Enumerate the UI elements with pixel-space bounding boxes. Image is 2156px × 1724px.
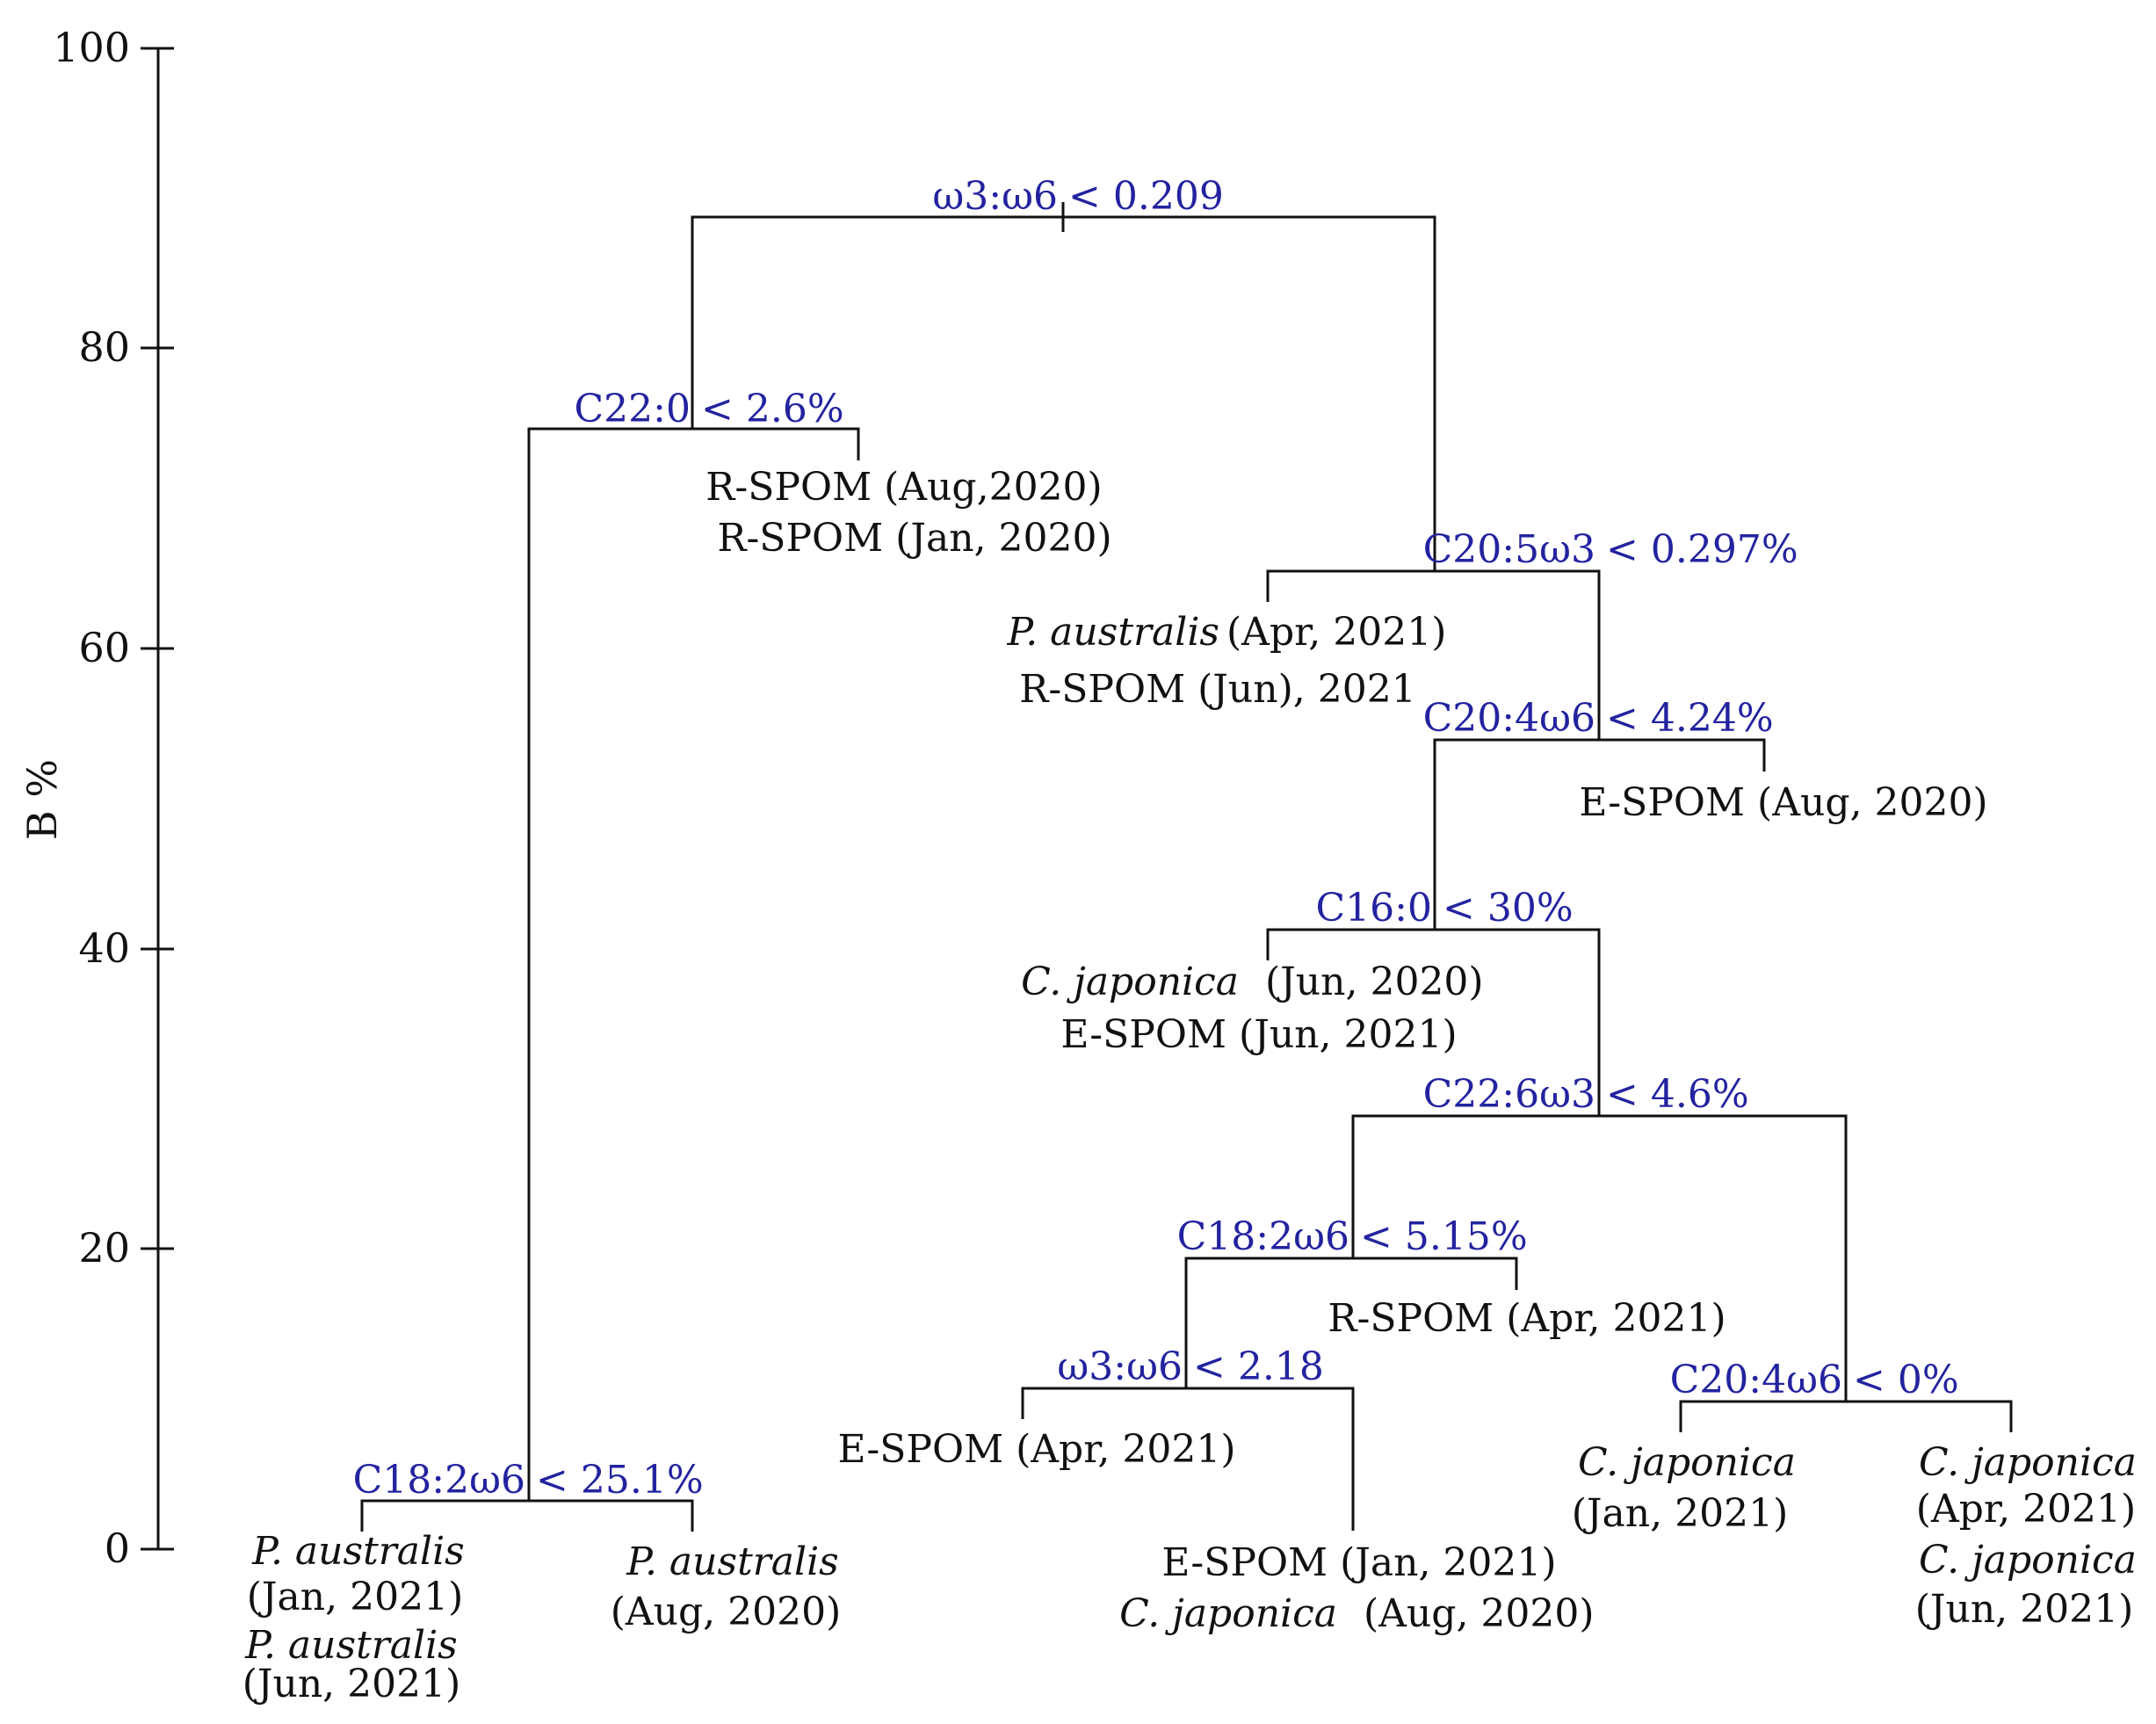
split-label-c20-4w6-zero-cond: < 0% bbox=[1853, 1358, 1959, 1402]
leaf-paust-apr-date: (Apr, 2021) bbox=[1226, 610, 1446, 655]
leaf-cjap-jun2-species: C. japonica bbox=[1919, 1538, 2137, 1583]
y-tick-label-40: 40 bbox=[78, 924, 130, 972]
y-axis-title: B % bbox=[18, 759, 66, 840]
y-tick-label-60: 60 bbox=[78, 624, 130, 671]
split-label-c22-6w3-var: C22:6ω3 bbox=[1423, 1072, 1595, 1117]
split-label-c22-6w3-cond: < 4.6% bbox=[1606, 1072, 1749, 1117]
tree-branches bbox=[360, 202, 2013, 1532]
y-tick-label-20: 20 bbox=[78, 1224, 130, 1271]
leaf-espom-apr-2021: E-SPOM (Apr, 2021) bbox=[837, 1427, 1235, 1472]
leaf-paust-aug-species: P. australis bbox=[626, 1539, 838, 1584]
y-axis: 100 80 60 40 20 0 B % bbox=[18, 24, 174, 1572]
y-tick-label-100: 100 bbox=[53, 24, 130, 71]
y-tick-label-80: 80 bbox=[78, 323, 130, 371]
leaf-labels: R-SPOM (Aug,2020) R-SPOM (Jan, 2020) P. … bbox=[242, 465, 2137, 1706]
leaf-rspom-aug-2020: R-SPOM (Aug,2020) bbox=[705, 465, 1102, 510]
branch-c18-2w6-mid bbox=[1184, 1257, 1518, 1388]
leaf-cjap-apr-species: C. japonica bbox=[1919, 1440, 2137, 1485]
split-label-w3w6-low-var: ω3:ω6 bbox=[1057, 1344, 1183, 1389]
split-label-c20-4w6-var: C20:4ω6 bbox=[1423, 696, 1595, 741]
split-labels: ω3:ω6 < 0.209 C22:0 < 2.6% C20:5ω3 < 0.2… bbox=[353, 174, 1959, 1503]
split-label-c20-5w3-var: C20:5ω3 bbox=[1423, 527, 1595, 572]
split-label-c16-0-var: C16:0 bbox=[1316, 886, 1432, 931]
leaf-cjap-jan-species: C. japonica bbox=[1578, 1440, 1796, 1485]
split-label-c18-2w6-mid-cond: < 5.15% bbox=[1360, 1214, 1528, 1259]
branch-c22-6w3 bbox=[1351, 1114, 1848, 1402]
branch-c20-4w6-zero bbox=[1679, 1400, 2013, 1432]
branch-c20-4w6-high bbox=[1433, 738, 1766, 930]
leaf-espom-jun-2021: E-SPOM (Jun, 2021) bbox=[1060, 1012, 1457, 1057]
leaf-paust-jun-species: P. australis bbox=[244, 1623, 457, 1668]
split-label-w3w6-low-cond: < 2.18 bbox=[1193, 1344, 1324, 1389]
leaf-paust-aug-date: (Aug, 2020) bbox=[611, 1590, 842, 1634]
branch-c20-5w3 bbox=[1266, 569, 1601, 740]
leaf-cjap-aug-date: (Aug, 2020) bbox=[1364, 1591, 1595, 1636]
split-label-root-cond: < 0.209 bbox=[1068, 174, 1224, 219]
branch-w3w6-low bbox=[1021, 1387, 1355, 1531]
leaf-espom-aug-2020: E-SPOM (Aug, 2020) bbox=[1579, 780, 1987, 825]
split-label-c18-2w6-low-cond: < 25.1% bbox=[536, 1458, 704, 1503]
leaf-paust-apr-species: P. australis bbox=[1007, 610, 1219, 655]
leaf-cjap-apr-date: (Apr, 2021) bbox=[1916, 1487, 2136, 1532]
leaf-cjap-jun-species: C. japonica bbox=[1021, 960, 1239, 1004]
leaf-cjap-aug-species: C. japonica bbox=[1119, 1591, 1337, 1636]
split-label-c22-0-var: C22:0 bbox=[575, 387, 691, 431]
leaf-paust-jun-date: (Jun, 2021) bbox=[242, 1662, 461, 1706]
leaf-cjap-jun2-date: (Jun, 2021) bbox=[1915, 1587, 2134, 1632]
branch-c18-2w6-low bbox=[360, 1499, 694, 1532]
leaf-paust-jan-species: P. australis bbox=[251, 1529, 464, 1574]
split-label-root-var: ω3:ω6 bbox=[932, 174, 1058, 219]
leaf-rspom-jun-2021: R-SPOM (Jun), 2021 bbox=[1019, 667, 1415, 712]
y-tick-label-0: 0 bbox=[105, 1525, 130, 1572]
split-label-c20-5w3-cond: < 0.297% bbox=[1606, 527, 1798, 572]
leaf-espom-jan-2021: E-SPOM (Jan, 2021) bbox=[1161, 1540, 1556, 1585]
branch-c22-0 bbox=[527, 427, 860, 1501]
split-label-c22-0-cond: < 2.6% bbox=[701, 387, 844, 431]
leaf-rspom-apr-2021: R-SPOM (Apr, 2021) bbox=[1328, 1296, 1726, 1341]
split-label-c20-4w6-cond: < 4.24% bbox=[1606, 696, 1774, 741]
leaf-cjap-jun-date: (Jun, 2020) bbox=[1265, 960, 1484, 1004]
leaf-rspom-jan-2020: R-SPOM (Jan, 2020) bbox=[717, 516, 1111, 561]
split-label-c18-2w6-low-var: C18:2ω6 bbox=[353, 1458, 525, 1503]
leaf-paust-jan-date: (Jan, 2021) bbox=[247, 1575, 464, 1619]
split-label-c18-2w6-mid-var: C18:2ω6 bbox=[1177, 1214, 1349, 1259]
split-label-c16-0-cond: < 30% bbox=[1443, 886, 1574, 931]
split-label-c20-4w6-zero-var: C20:4ω6 bbox=[1670, 1358, 1842, 1402]
leaf-cjap-jan-date: (Jan, 2021) bbox=[1572, 1491, 1789, 1536]
branch-c16-0 bbox=[1266, 928, 1601, 1116]
